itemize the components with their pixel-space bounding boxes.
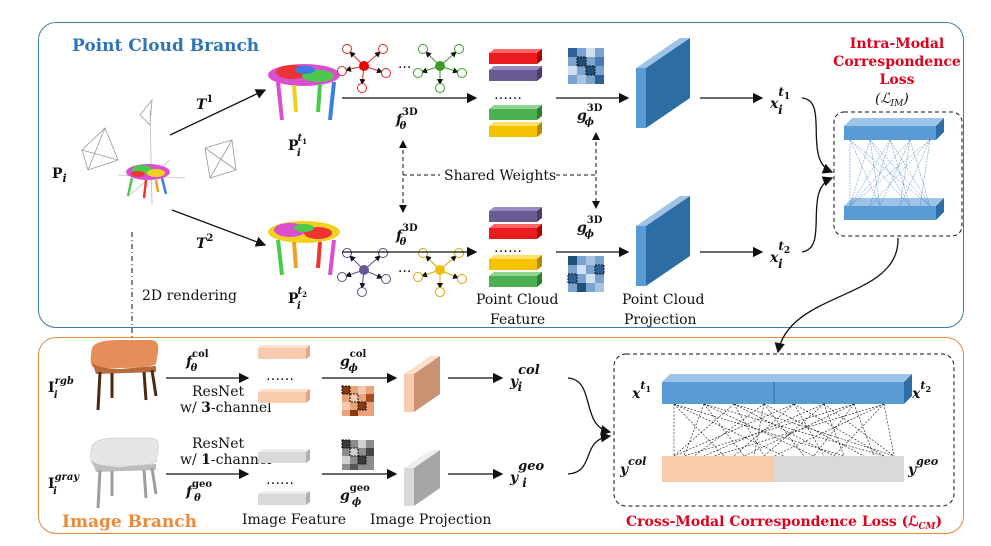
ygeo-to-cross (567, 432, 612, 475)
neighbor-graph-purple (337, 248, 391, 297)
image-branch-title: Image Branch (62, 512, 197, 532)
resnet-gray-line1: ResNet (192, 436, 245, 452)
resnet-rgb-line2: w/ 3-channel (180, 400, 272, 416)
pc-feature-caption-1: Point Cloud (476, 292, 558, 308)
cross-ygeo-label: ygeo (907, 455, 938, 478)
x-t2-to-intra (801, 176, 834, 253)
img-ellipsis-geo: …… (266, 472, 294, 488)
intra-loss-symbol: (ℒIM) (875, 91, 909, 109)
rendering-label: 2D rendering (142, 288, 237, 304)
augmented-chair-bottom (268, 221, 340, 276)
pc-feature-stack-top (489, 49, 542, 137)
gray-table-image (90, 437, 159, 509)
input-label: Pi (52, 166, 67, 185)
image-branch-frame (38, 337, 964, 534)
pc-projection-block-top (636, 38, 690, 128)
gcol-mat (341, 385, 374, 416)
cross-loss-x-bar (662, 374, 912, 404)
ycol-to-cross (567, 377, 612, 436)
rgb-table-image (90, 340, 159, 411)
transform-arrow-top (169, 89, 267, 136)
input-point-cloud (81, 98, 237, 206)
intra-to-cross-arrow (774, 237, 899, 354)
pc-feature-stack-bottom (489, 207, 542, 287)
cross-loss-title: Cross-Modal Correspondence Loss (ℒCM) (626, 514, 942, 532)
intra-loss-top-bar (844, 118, 944, 140)
cross-loss-y-bar (662, 456, 904, 482)
graph-dots-bottom: ··· (398, 264, 411, 280)
img-feature-caption: Image Feature (242, 512, 346, 528)
transform-t1: T1 (196, 94, 213, 113)
intra-loss-line3: Loss (880, 72, 915, 88)
pc-proj-caption-2: Projection (624, 312, 697, 328)
neighbor-graph-yellow (413, 248, 467, 297)
img-proj-caption: Image Projection (370, 512, 491, 528)
cross-loss-connections (673, 403, 895, 457)
pc-projection-block-bottom (636, 196, 690, 286)
intra-loss-box (833, 111, 963, 237)
pc-ellipsis-bottom: …… (494, 240, 522, 256)
augmented-chair-top (268, 64, 340, 121)
resnet-gray-line2: w/ 1-channel (180, 452, 272, 468)
cross-ycol-label: ycol (619, 455, 646, 478)
point-cloud-branch-title: Point Cloud Branch (72, 36, 259, 56)
cross-x-t1-label: xt1 (631, 379, 651, 402)
pc-ellipsis-top: …… (494, 87, 522, 103)
ggeo-mat (341, 439, 374, 470)
shared-weights-label: Shared Weights (444, 168, 556, 184)
pc-proj-caption-1: Point Cloud (622, 292, 704, 308)
g3d-mat-bottom (567, 256, 605, 292)
img-feature-stack-geo (258, 449, 310, 505)
x-t1-to-intra (801, 97, 834, 174)
cross-loss-box (613, 353, 955, 507)
intra-loss-line2: Correspondence (833, 54, 961, 70)
intra-loss-line1: Intra-Modal (850, 36, 944, 52)
transform-t2: T2 (196, 233, 213, 252)
img-feature-stack-col (258, 345, 310, 403)
neighbor-graph-red (337, 44, 391, 93)
intra-loss-bottom-bar (844, 198, 944, 220)
point-cloud-branch-frame (38, 22, 964, 328)
graph-dots-top: ··· (398, 60, 411, 76)
pc-feature-caption-2: Feature (490, 312, 545, 328)
neighbor-graph-green (413, 44, 467, 93)
intra-loss-connections (849, 139, 931, 207)
img-projection-block-col (404, 356, 440, 412)
cross-x-t2-label: xt2 (911, 379, 931, 402)
img-projection-block-geo (404, 450, 440, 506)
transform-arrow-bottom (171, 209, 267, 247)
img-ellipsis-col: …… (266, 368, 294, 384)
resnet-rgb-line1: ResNet (192, 384, 245, 400)
g3d-mat-top (568, 48, 604, 84)
